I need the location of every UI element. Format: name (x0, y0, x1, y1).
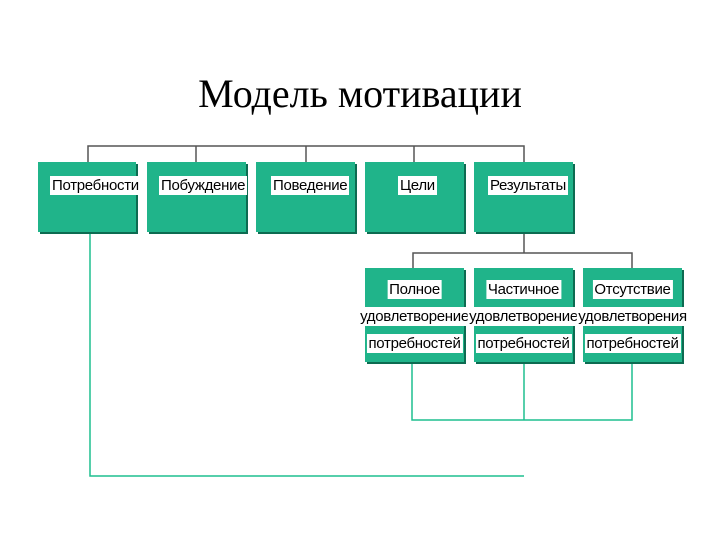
feedback-line-inner (411, 362, 633, 421)
box-goals: Цели (365, 162, 464, 232)
box-label-line: удовлетворение (467, 307, 580, 326)
box-label: Результаты (488, 176, 568, 195)
box-label-line: удовлетворения (576, 307, 689, 326)
box-label-line: Отсутствие (592, 280, 673, 299)
box-label-line: потребностей (366, 334, 463, 353)
box-no-satisfaction: Отсутствие удовлетворения потребностей (576, 268, 689, 362)
box-motive: Побуждение (147, 162, 248, 232)
box-label-line: Полное (387, 280, 442, 299)
box-label: Поведение (271, 176, 350, 195)
results-bracket-line (412, 252, 633, 268)
box-behavior: Поведение (256, 162, 355, 232)
box-label: Побуждение (159, 176, 248, 195)
box-label-line: Частичное (485, 280, 562, 299)
box-label: Цели (398, 176, 437, 195)
page-title: Модель мотивации (198, 71, 522, 116)
box-label-line: потребностей (584, 334, 681, 353)
box-label-line: потребностей (475, 334, 572, 353)
box-partial-satisfaction: Частичное удовлетворение потребностей (467, 268, 580, 362)
feedback-line-outer (89, 232, 524, 477)
box-label: Потребности (50, 176, 141, 195)
box-results: Результаты (474, 162, 573, 232)
box-full-satisfaction: Полное удовлетворение потребностей (358, 268, 471, 362)
box-label-line: удовлетворение (358, 307, 471, 326)
box-needs: Потребности (38, 162, 141, 232)
